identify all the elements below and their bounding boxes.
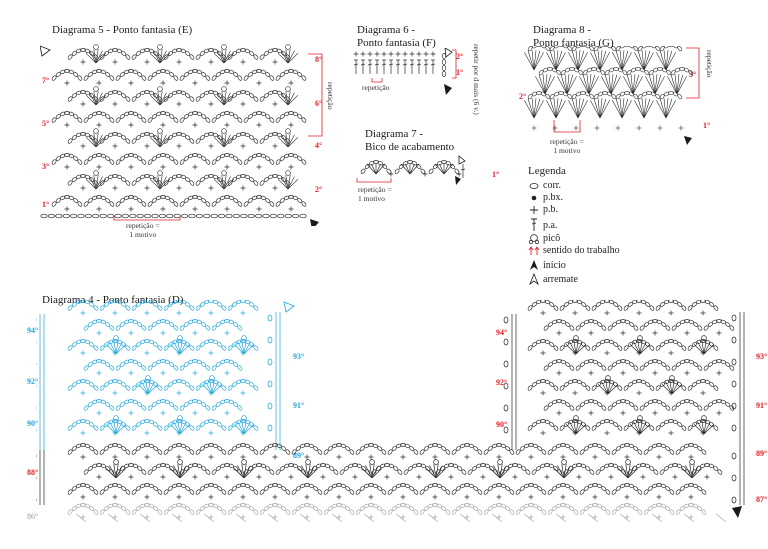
diagram5-motif-label: repetição =1 motivo [126,221,160,239]
diagram4-right-row-89: 89° [756,449,768,458]
diagram7-chart [356,155,466,185]
legend-item-single-crochet: p.b. [528,204,558,215]
diagram6-chart [353,48,457,95]
diagram4-mid-row-89: 89° [293,451,305,460]
legend-item-picot: picô [528,233,560,244]
diagram4-chart [36,300,745,523]
finish-arrow-icon [40,45,51,57]
diagram6-repeat-more: repetir por d mais (6 v.) [472,44,481,115]
diagram8-row-2: 2° [519,92,527,101]
diagram8-chart [524,46,700,145]
direction-arrows-icon [528,245,540,256]
diagram5-row-6: 6° [315,99,323,108]
diagram5-row-8: 8° [315,55,323,64]
diagram6-side-bracket [452,49,457,79]
chain-icon [528,182,540,190]
start-arrow-icon [732,506,742,518]
diagram8-motif-label: repetição =1 motivo [550,137,584,155]
single-crochet-icon [528,205,540,215]
diagram4-blue-section [36,300,281,450]
legend-item-double-crochet: p.a. [528,218,557,232]
diagram6-row-2: 2° [456,52,464,61]
diagram6-repeat-label: repetição [362,83,390,92]
diagram8-row-1: 1° [703,121,711,130]
legend-item-slip-stitch: p.bx. [528,192,563,203]
diagram4-right-row-90: 90° [496,420,508,429]
finish-arrow-icon [458,155,466,165]
legend-item-chain: corr. [528,180,561,191]
legend-item-direction: sentido do trabalho [528,245,620,256]
diagram4-mid-row-91: 91° [293,401,305,410]
diagram8-motif-bracket [553,120,581,133]
diagram4-left-row-86: 86° [27,512,39,521]
legend: Legenda corr. p.bx. p.b. p.a. picô senti… [528,165,648,295]
diagram7-motif-bracket [356,178,392,183]
diagram5-motif-bracket [113,216,181,221]
legend-item-finish: arremate [528,273,578,285]
diagram4-right-row-87: 87° [756,495,768,504]
diagram5-title: Diagrama 5 - Ponto fantasia (E) [52,24,193,36]
diagram5-row-4: 4° [315,141,323,150]
diagram5-arch-rows [51,48,307,212]
diagram4-gray-section [67,503,727,523]
diagram6-row-1: 1° [456,68,464,77]
picot-icon [528,233,540,244]
diagram4-mid-row-93: 93° [293,352,305,361]
diagram5-foundation-chain [40,213,307,219]
diagram4-right-row-93: 93° [756,352,768,361]
start-arrow-icon [444,84,452,95]
diagram6-repeat-bracket [371,78,383,83]
diagram4-black-section [36,300,745,505]
slip-stitch-icon [528,194,540,202]
diagram5-chart [40,44,323,226]
finish-arrow-icon [283,301,295,313]
legend-item-start: início [528,259,566,271]
diagram4-left-row-92: 92° [27,377,39,386]
diagram4-right-row-91: 91° [756,401,768,410]
diagram4-left-row-94: 94° [27,326,39,335]
diagram5-row-3: 3° [42,162,50,171]
diagram5-row-7: 7° [42,76,50,85]
start-arrow-icon [528,259,540,271]
diagram5-row-5: 5° [42,119,50,128]
diagram5-row-1: 1° [42,200,50,209]
start-arrow-icon [684,136,692,145]
diagram5-repeat-bracket [308,53,323,137]
diagram7-motif-label: repetição =1 motivo [358,185,392,203]
diagram5-repeat-label: repetição [326,82,335,110]
diagram8-repeat-bracket [686,47,700,99]
diagram6-title: Diagrama 6 -Ponto fantasia (F) [357,24,436,49]
finish-arrow-icon [528,273,540,285]
diagram4-left-row-88: 88° [27,468,39,477]
diagram5-fans [85,44,299,190]
diagram4-right-row-94: 94° [496,328,508,337]
start-arrow-icon [310,219,319,226]
double-crochet-icon [528,218,540,232]
diagram7-row-1: 1° [492,170,500,179]
diagram5-row-2: 2° [315,185,323,194]
diagram7-title: Diagrama 7 -Bico de acabamento [365,128,455,153]
diagram8-title: Diagrama 8 -Ponto fantasia (G) [533,24,614,49]
legend-title: Legenda [528,165,566,177]
diagram4-left-row-90: 90° [27,419,39,428]
diagram4-right-row-92: 92° [496,378,508,387]
diagram8-repeat-label: repetição [705,50,714,78]
finish-arrow-icon [444,48,453,58]
start-arrow-icon [455,176,461,185]
